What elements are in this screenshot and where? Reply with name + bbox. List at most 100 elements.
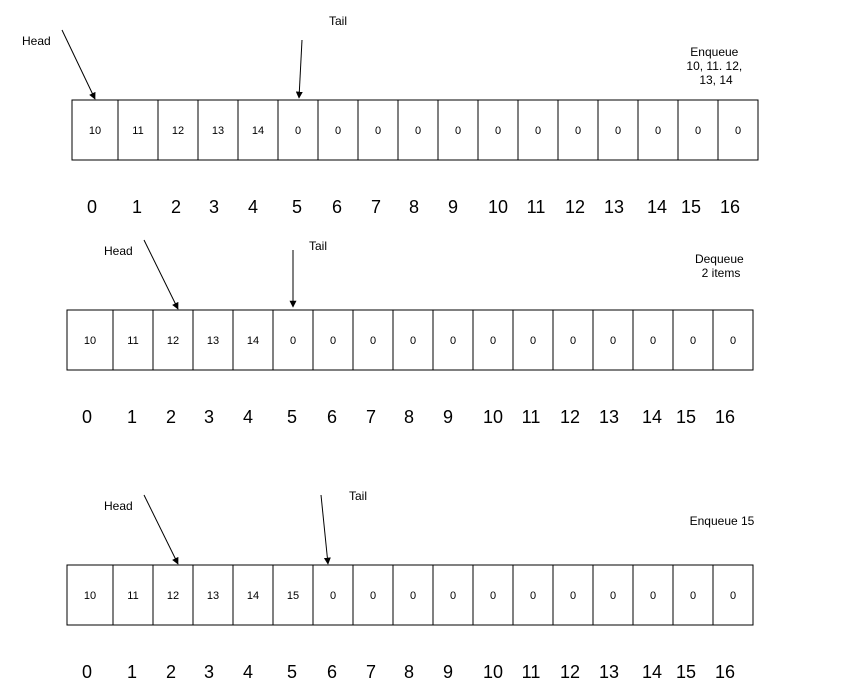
- queue-cell: 14: [232, 309, 274, 371]
- queue-cell: 0: [712, 564, 754, 626]
- queue-cell-box: [557, 99, 599, 161]
- index-label: 10: [483, 407, 503, 427]
- queue-cell-box: [192, 564, 234, 626]
- note-line: 13, 14: [699, 73, 733, 87]
- queue-cell: 0: [472, 309, 514, 371]
- index-label: 1: [132, 197, 142, 217]
- queue-cell: 11: [117, 99, 159, 161]
- queue-cell-box: [192, 309, 234, 371]
- queue-cell-value: 0: [455, 125, 461, 137]
- queue-cell: 11: [112, 309, 154, 371]
- index-label: 16: [720, 197, 740, 217]
- queue-cell-box: [237, 99, 279, 161]
- queue-cell: 0: [352, 309, 394, 371]
- index-label: 1: [127, 662, 137, 682]
- queue-cell: 0: [597, 99, 639, 161]
- index-label: 4: [243, 407, 253, 427]
- queue-cell: 0: [357, 99, 399, 161]
- tail-label: Tail: [309, 239, 327, 253]
- index-label: 13: [604, 197, 624, 217]
- index-label: 2: [166, 407, 176, 427]
- queue-cell-box: [157, 99, 199, 161]
- queue-cell-value: 0: [615, 125, 621, 137]
- index-label: 9: [448, 197, 458, 217]
- queue-cell: 0: [317, 99, 359, 161]
- queue-cell-value: 10: [84, 335, 96, 347]
- queue-cell-value: 0: [575, 125, 581, 137]
- queue-cell: 0: [517, 99, 559, 161]
- queue-cell: 12: [152, 309, 194, 371]
- queue-cell-value: 0: [490, 335, 496, 347]
- queue-cell: 0: [392, 309, 434, 371]
- index-label: 5: [287, 407, 297, 427]
- index-label: 5: [287, 662, 297, 682]
- queue-cell-box: [112, 564, 154, 626]
- queue-cell-value: 14: [252, 125, 264, 137]
- index-label: 15: [676, 407, 696, 427]
- queue-cell: 12: [152, 564, 194, 626]
- queue-cell-value: 0: [370, 590, 376, 602]
- queue-cell-box: [712, 309, 754, 371]
- queue-cell-box: [437, 99, 479, 161]
- queue-cell-box: [552, 564, 594, 626]
- queue-cell: 0: [712, 309, 754, 371]
- queue-cell-value: 11: [127, 590, 138, 602]
- queue-cell: 0: [352, 564, 394, 626]
- queue-cell-value: 12: [172, 125, 184, 137]
- index-label: 14: [647, 197, 667, 217]
- queue-cell-value: 0: [450, 590, 456, 602]
- tail-arrow: [295, 39, 303, 99]
- index-label: 7: [366, 407, 376, 427]
- queue-cell: 0: [432, 564, 474, 626]
- head-label: Head: [104, 244, 133, 258]
- index-label: 0: [82, 407, 92, 427]
- queue-cell-value: 0: [410, 335, 416, 347]
- queue-cell-box: [397, 99, 439, 161]
- queue-cell-value: 0: [735, 125, 741, 137]
- index-label: 1: [127, 407, 137, 427]
- index-label: 13: [599, 407, 619, 427]
- queue-cell-box: [717, 99, 759, 161]
- tail-pointer: Tail: [320, 489, 367, 565]
- head-label: Head: [22, 34, 51, 48]
- queue-cell-box: [352, 309, 394, 371]
- queue-cell-box: [117, 99, 159, 161]
- queue-cell-value: 0: [610, 590, 616, 602]
- index-label: 3: [204, 407, 214, 427]
- index-label: 11: [522, 662, 541, 682]
- index-label: 12: [565, 197, 585, 217]
- queue-cell-box: [272, 309, 314, 371]
- index-label: 14: [642, 662, 662, 682]
- queue-cell: 0: [677, 99, 719, 161]
- index-label: 6: [327, 407, 337, 427]
- queue-cell: 11: [112, 564, 154, 626]
- index-label: 0: [87, 197, 97, 217]
- queue-cell: 15: [272, 564, 314, 626]
- queue-cell: 0: [632, 564, 674, 626]
- index-label: 8: [409, 197, 419, 217]
- queue-cell-value: 0: [570, 590, 576, 602]
- index-label: 12: [560, 662, 580, 682]
- queue-cell: 0: [592, 309, 634, 371]
- queue-cell-value: 0: [530, 335, 536, 347]
- queue-cell: 0: [717, 99, 759, 161]
- head-arrow: [143, 494, 179, 565]
- queue-cell-box: [712, 564, 754, 626]
- queue-cell-value: 0: [655, 125, 661, 137]
- queue-cell-box: [472, 309, 514, 371]
- index-label: 12: [560, 407, 580, 427]
- queue-cell: 12: [157, 99, 199, 161]
- tail-label: Tail: [329, 14, 347, 28]
- index-label: 15: [676, 662, 696, 682]
- index-label: 16: [715, 662, 735, 682]
- index-label: 9: [443, 662, 453, 682]
- queue-cell-value: 0: [415, 125, 421, 137]
- index-label: 11: [527, 197, 546, 217]
- queue-cell: 10: [71, 99, 119, 161]
- queue-cell-box: [66, 309, 114, 371]
